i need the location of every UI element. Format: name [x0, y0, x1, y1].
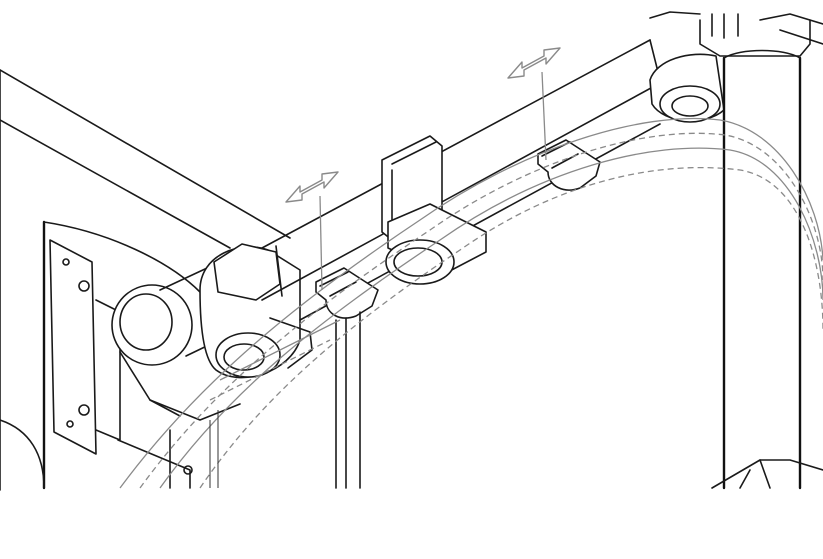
vesa-mount-plate	[49, 239, 193, 489]
elbow-joint-left	[199, 243, 313, 379]
cable-clip-left	[315, 267, 379, 489]
tilt-joint	[111, 261, 241, 421]
cables	[119, 117, 823, 489]
double-arrow-icon	[507, 47, 561, 161]
double-arrow-icon	[285, 171, 339, 291]
center-clamp	[381, 135, 487, 285]
elbow-joint-right	[649, 53, 725, 123]
lower-frame	[209, 410, 219, 488]
monitor-panel	[0, 69, 291, 491]
mount-pole	[649, 11, 823, 490]
